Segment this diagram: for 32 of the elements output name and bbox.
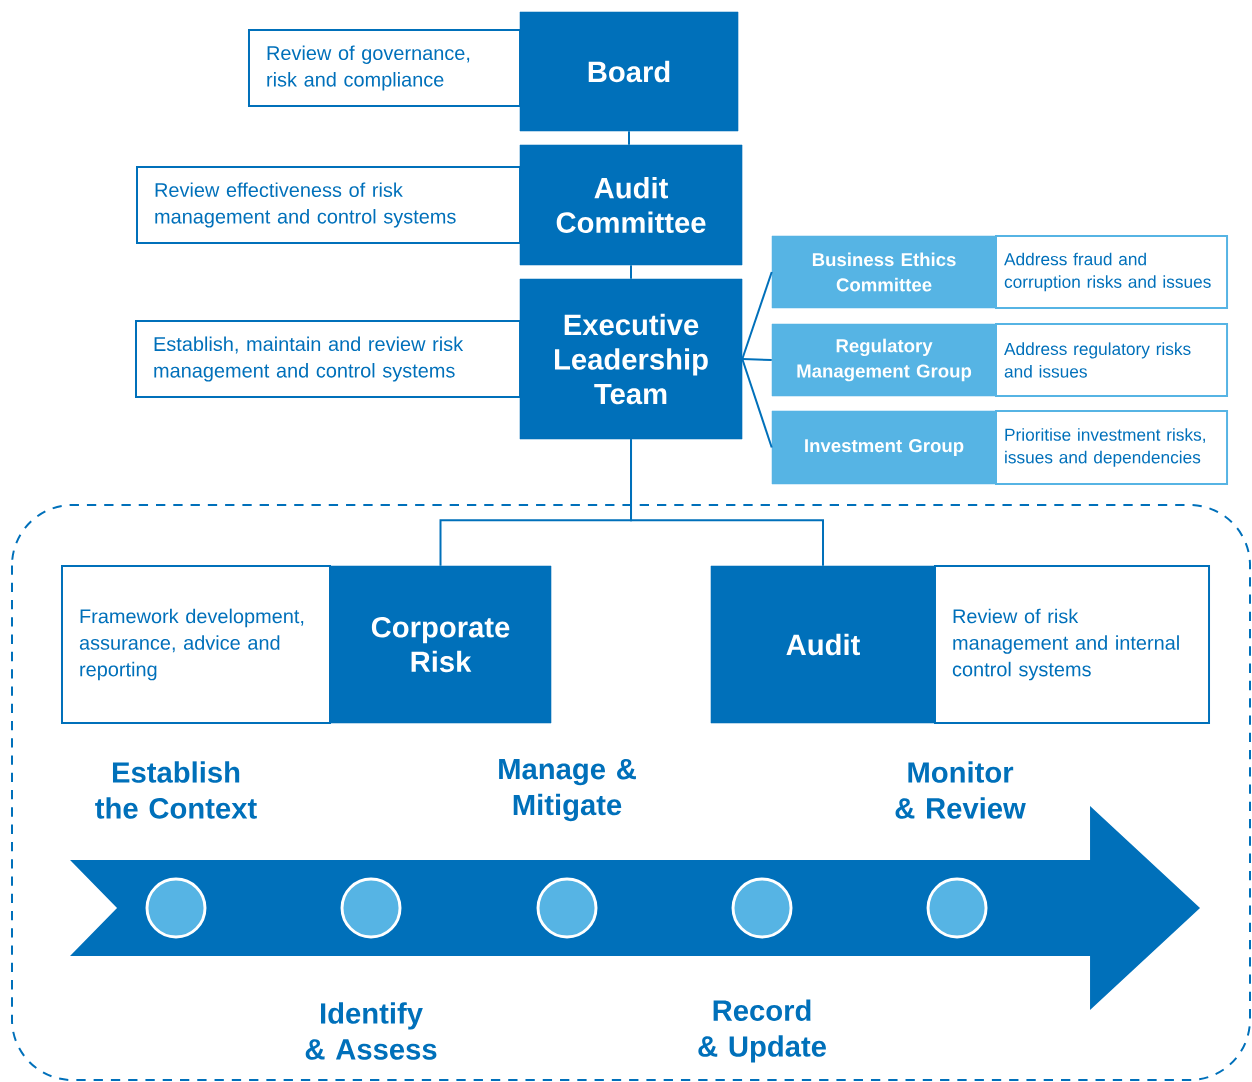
group-box: Regulatory Management Group <box>771 323 997 397</box>
connector-line <box>741 358 773 361</box>
step-circle <box>731 877 793 939</box>
description-box: Framework development, assurance, advice and reporting <box>61 565 331 724</box>
group-box: Investment Group <box>771 410 997 485</box>
stage-label: Record & Update <box>698 999 826 1063</box>
stage-label: Identify & Assess <box>305 1002 437 1060</box>
description-box: Review of risk management and internal control systems <box>934 565 1210 724</box>
connector-line <box>630 264 632 280</box>
step-circle <box>536 877 598 939</box>
group-box: Business Ethics Committee <box>771 235 997 309</box>
description-box: Address regulatory risks and issues <box>995 323 1229 397</box>
role-box: Corporate Risk <box>329 565 552 724</box>
role-box: Executive Leadership Team <box>519 278 743 440</box>
role-box: Board <box>519 11 739 132</box>
stage-label: Establish the Context <box>95 761 257 819</box>
connector-line <box>741 271 773 361</box>
description-box: Review effectiveness of risk management and control systems <box>136 166 522 244</box>
description-box: Address fraud and corruption risks and issues <box>995 235 1229 309</box>
stage-label: Monitor & Review <box>895 761 1026 819</box>
step-circle <box>926 877 988 939</box>
step-circle <box>145 877 207 939</box>
connector-line <box>628 130 630 146</box>
connector-line <box>741 358 773 449</box>
connector-line <box>630 438 824 567</box>
description-box: Establish, maintain and review risk management and control systems <box>135 320 522 398</box>
description-box: Prioritise investment risks, issues and dependencies <box>995 410 1229 485</box>
stage-label: Manage & Mitigate <box>499 758 636 822</box>
step-circle <box>340 877 402 939</box>
description-box: Review of governance, risk and compliance <box>248 29 522 107</box>
role-box: Audit Committee <box>519 144 743 266</box>
role-box: Audit <box>710 565 936 724</box>
